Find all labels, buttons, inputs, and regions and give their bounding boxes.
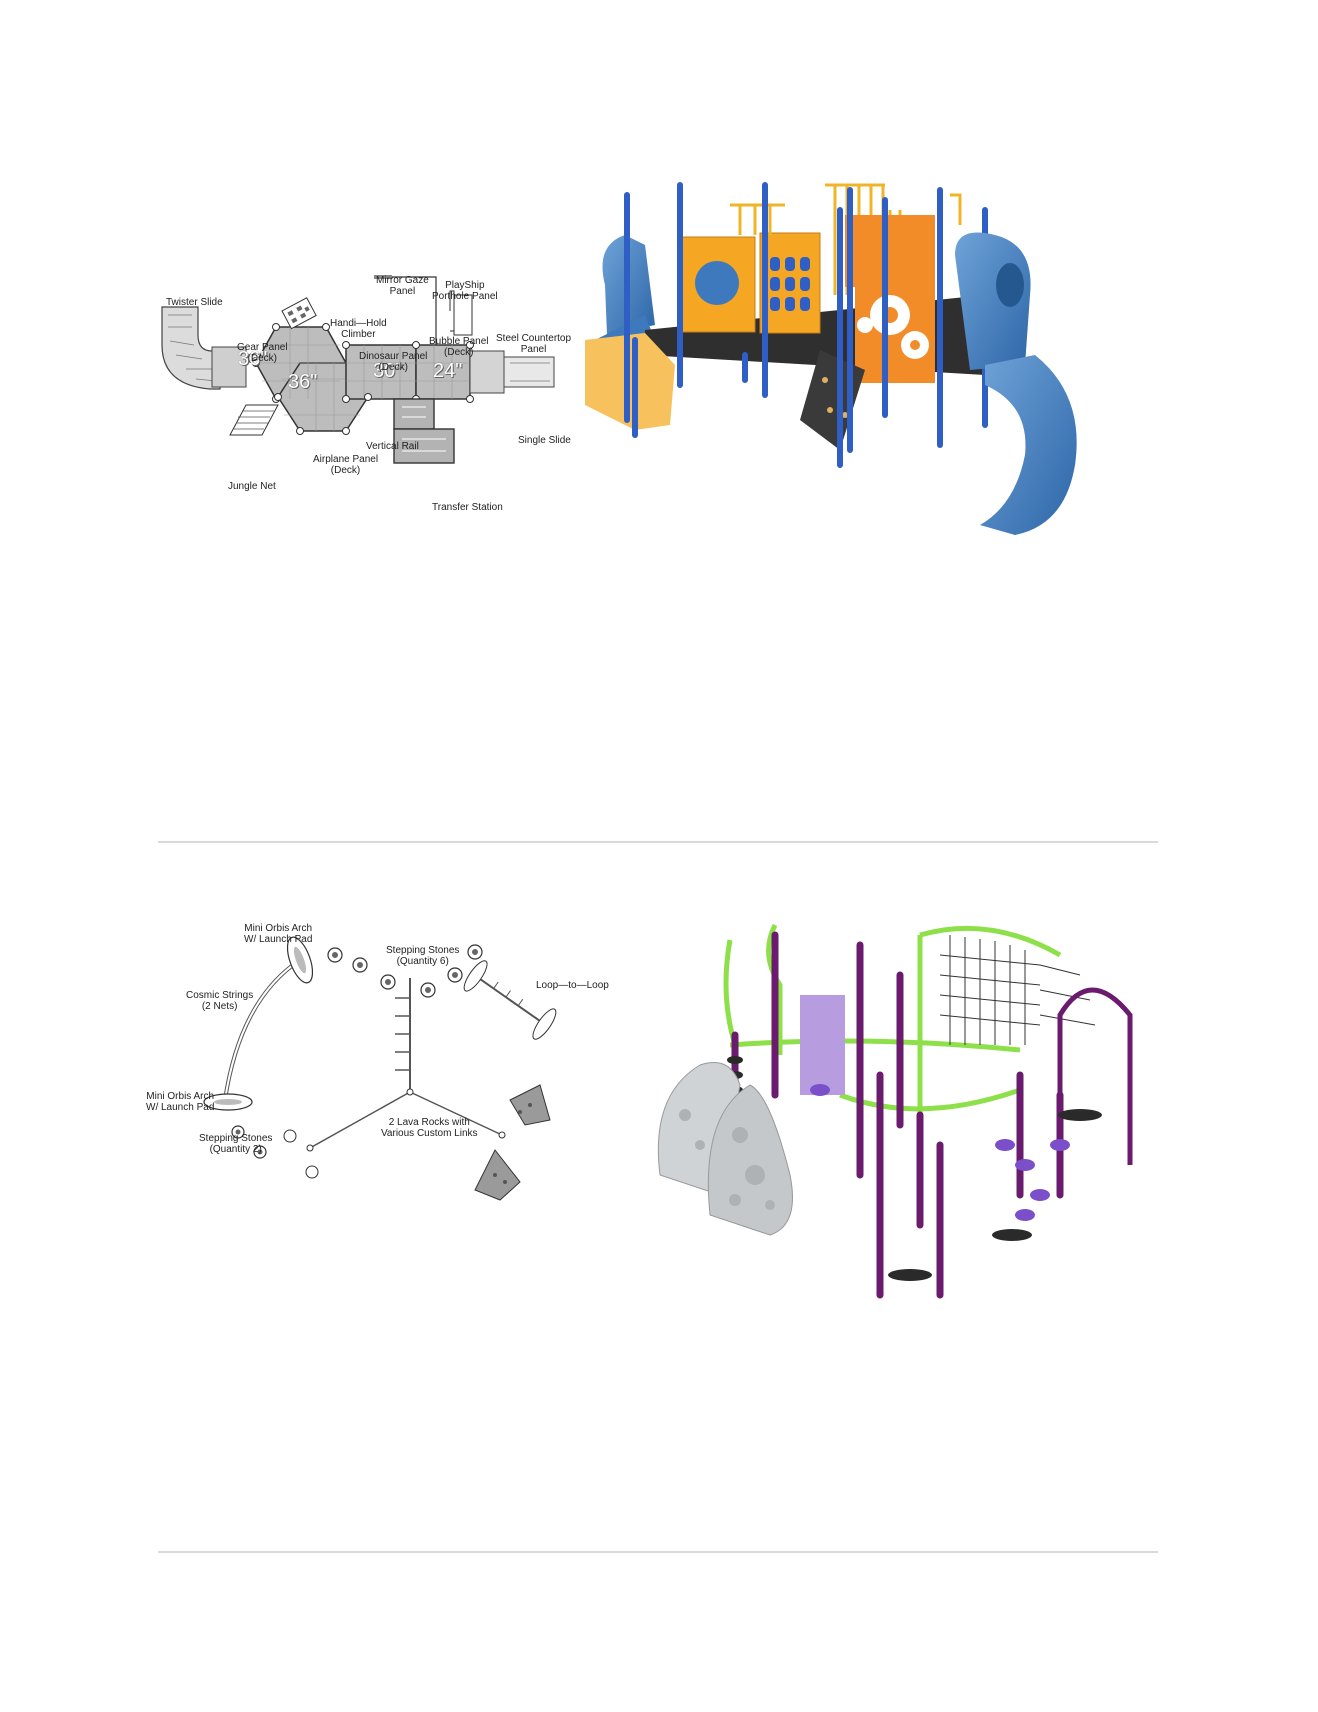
label-transfer-station: Transfer Station xyxy=(432,502,503,513)
deck-height-2: 36" xyxy=(288,371,318,393)
label-twister-slide: Twister Slide xyxy=(166,297,223,308)
label-airplane-panel: Airplane Panel (Deck) xyxy=(313,454,379,476)
label-handi-hold-climber: Handi—Hold Climber xyxy=(330,318,387,340)
label-stepping-stones-2: Stepping Stones (Quantity 2) xyxy=(199,1133,273,1155)
label-mini-orbis-arch-top: Mini Orbis Arch W/ Launch Pad xyxy=(244,923,313,945)
twister-slide-shape xyxy=(161,306,221,390)
deck-square-30 xyxy=(345,344,417,400)
section2-render xyxy=(640,895,1180,1315)
label-jungle-net: Jungle Net xyxy=(228,481,276,492)
transfer-station-shape xyxy=(393,398,455,464)
section-divider-2 xyxy=(158,1551,1158,1553)
label-vertical-rail: Vertical Rail xyxy=(366,441,419,452)
plan-drawing-2-svg xyxy=(203,936,557,1201)
label-mirror-gaze-panel: Mirror Gaze Panel xyxy=(376,275,429,297)
deck-height-1: 36" xyxy=(238,348,268,370)
render-1-svg xyxy=(585,182,1077,535)
render-2-svg xyxy=(657,923,1133,1299)
label-lava-rocks: 2 Lava Rocks with Various Custom Links xyxy=(381,1117,478,1139)
single-slide-shape xyxy=(503,356,555,388)
plan-drawing-1-svg xyxy=(161,275,555,464)
handi-hold-climber-shape xyxy=(281,297,317,330)
label-bubble-panel: Bubble Panel (Deck) xyxy=(429,336,489,358)
deck-height-4: 24" xyxy=(433,360,463,382)
section-divider-1 xyxy=(158,841,1158,843)
label-steel-countertop-panel: Steel Countertop Panel xyxy=(496,333,572,355)
label-stepping-stones-6: Stepping Stones (Quantity 6) xyxy=(386,945,460,967)
section1-plan-drawing: 36" 36" 30" 24" xyxy=(150,255,570,525)
section1-render xyxy=(585,165,1175,575)
label-mini-orbis-arch-bottom: Mini Orbis Arch W/ Launch Pad xyxy=(146,1091,215,1113)
deck-height-3: 30" xyxy=(373,360,403,382)
section2-plan-drawing xyxy=(150,920,580,1220)
label-gear-panel: Gear Panel (Deck) xyxy=(237,342,288,364)
label-dinosaur-panel: Dinosaur Panel (Deck) xyxy=(359,351,428,373)
label-cosmic-strings: Cosmic Strings (2 Nets) xyxy=(186,990,254,1012)
loop-to-loop-shape xyxy=(463,960,557,1040)
label-loop-to-loop: Loop—to—Loop xyxy=(536,980,609,991)
label-single-slide: Single Slide xyxy=(518,435,571,446)
jungle-net-shape xyxy=(229,404,279,436)
label-playship-porthole-panel: PlayShip Porthole Panel xyxy=(432,280,498,302)
